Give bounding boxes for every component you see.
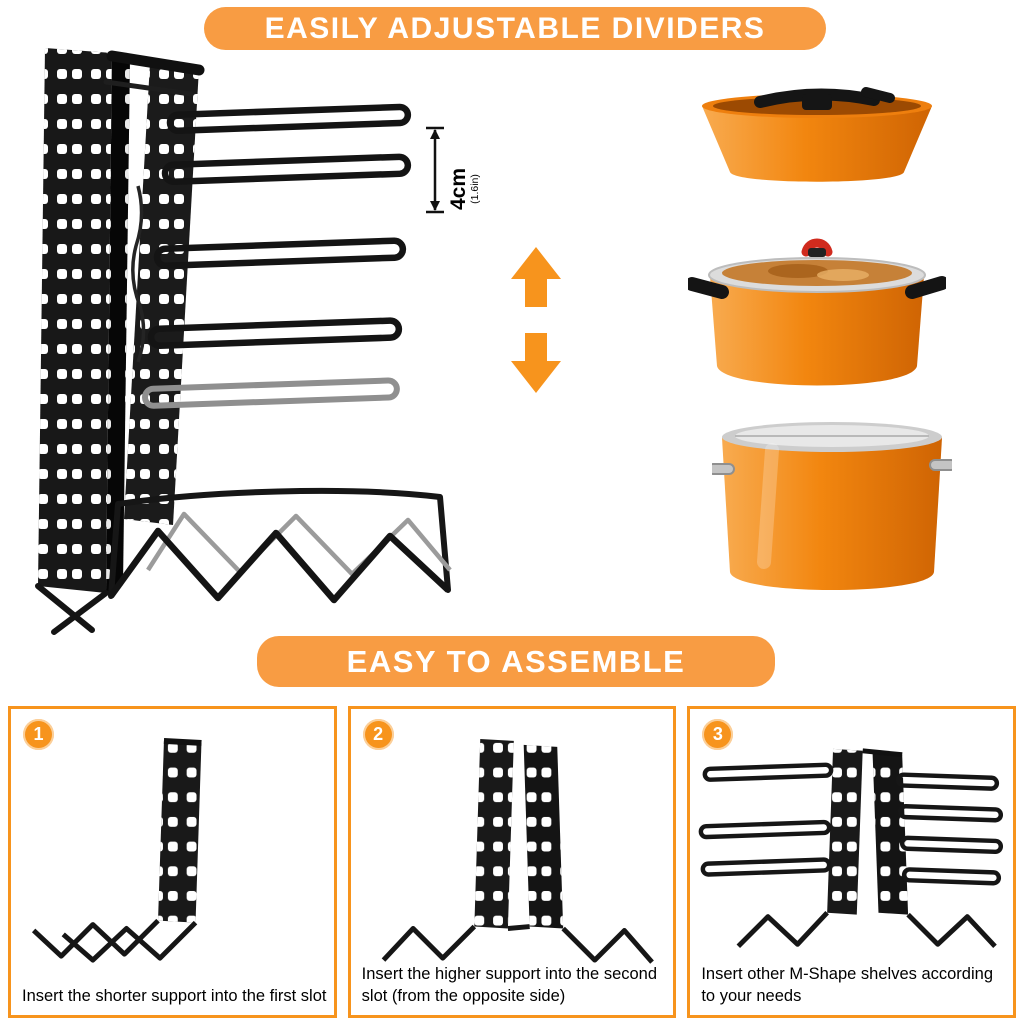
step-3-badge: 3 (702, 719, 734, 750)
assemble-banner-text: EASY TO ASSEMBLE (346, 643, 686, 679)
step-3-illustration (698, 748, 1004, 949)
step-3-caption: Insert other M-Shape shelves according t… (701, 965, 993, 1006)
step-1-caption: Insert the shorter support into the firs… (22, 987, 327, 1006)
up-down-adjust-arrows-icon (511, 247, 561, 393)
step-1-badge: 1 (23, 719, 54, 750)
stock-pot-image (712, 422, 952, 590)
step-panel-3: 3 Insert other M-Shape (687, 706, 1017, 1018)
assembly-steps: 1 Insert the shorter support into the fi… (8, 706, 1017, 1018)
casserole-pot-image (688, 238, 946, 386)
measurement-unit: (1.6in) (469, 174, 481, 204)
top-banner-text: EASILY ADJUSTABLE DIVIDERS (264, 11, 766, 45)
step-2-illustration (381, 738, 654, 964)
pan-with-lid-image (702, 87, 932, 182)
step-panel-1: 1 Insert the shorter support into the fi… (8, 706, 337, 1018)
step-panel-2: 2 Insert the higher support into the sec… (347, 706, 677, 1018)
pot-rack-illustration (35, 48, 452, 635)
step-2-badge: 2 (362, 719, 394, 750)
measurement-value: 4cm (447, 167, 470, 210)
step-2-caption: Insert the higher support into the secon… (361, 965, 658, 1006)
assemble-banner: EASY TO ASSEMBLE (257, 636, 775, 687)
gap-measurement-label: 4cm (1.6in) (447, 167, 481, 210)
top-banner: EASILY ADJUSTABLE DIVIDERS (204, 7, 826, 50)
step-1-illustration (31, 737, 202, 963)
dimension-bracket-icon (426, 126, 444, 214)
